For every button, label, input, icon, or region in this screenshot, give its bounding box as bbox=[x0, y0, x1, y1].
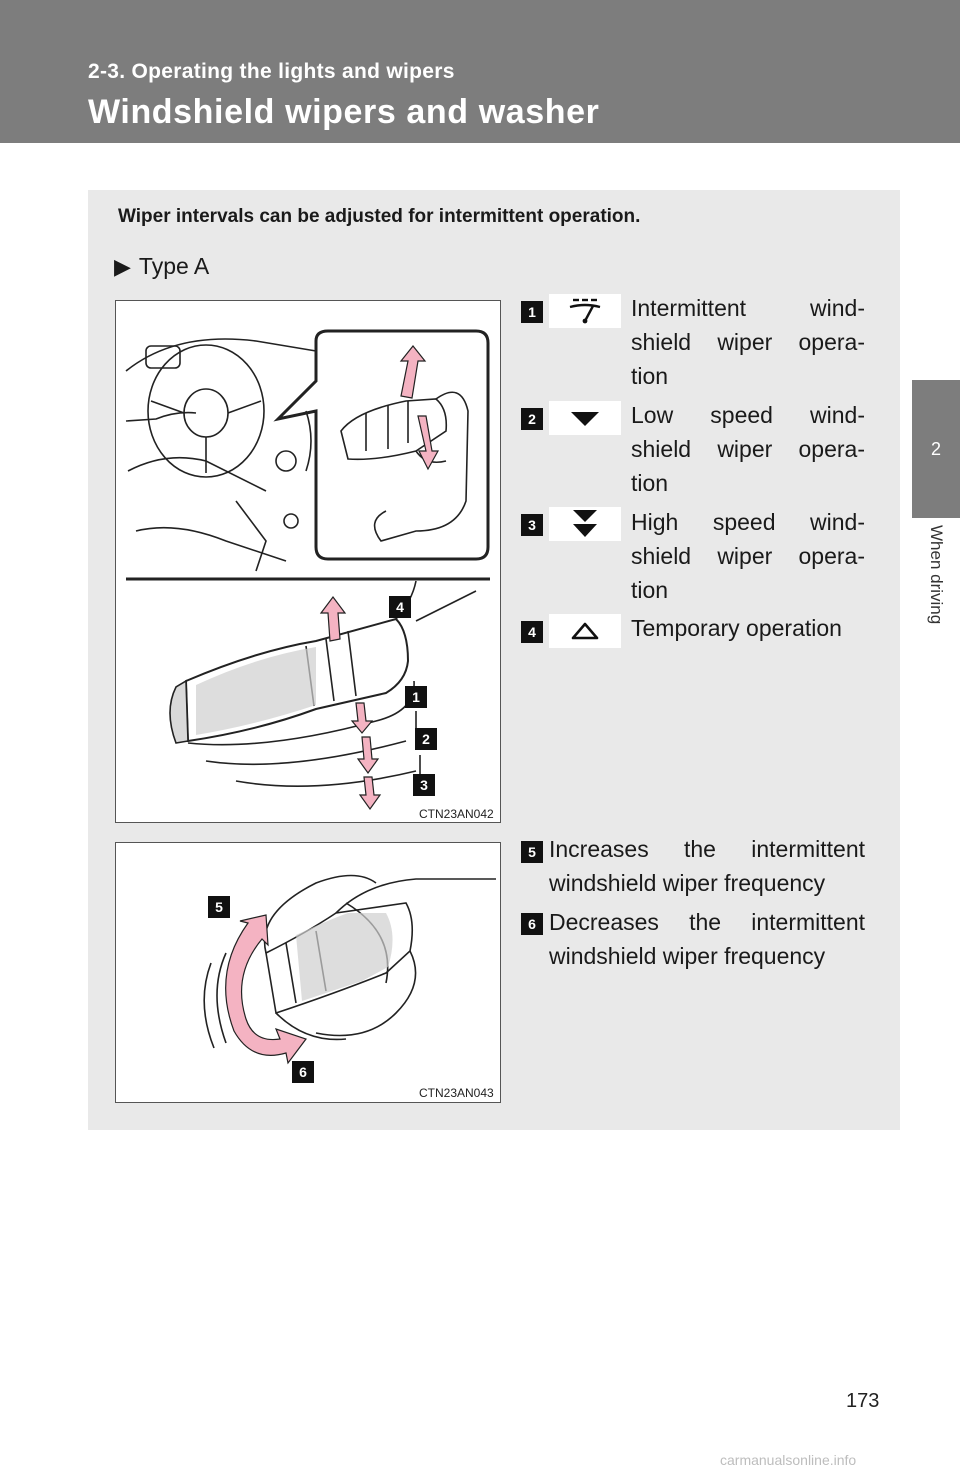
frequency-text-6: Decreases the intermittent windshield wi… bbox=[549, 909, 865, 969]
figure-callout-6: 6 bbox=[292, 1061, 314, 1083]
intermittent-wiper-icon bbox=[569, 298, 601, 324]
figure-callout-4: 4 bbox=[389, 596, 411, 618]
frequency-text-5: Increases the intermittent windshield wi… bbox=[549, 836, 865, 896]
chapter-number: 2 bbox=[930, 438, 941, 459]
position-text-2: Low speed wind- shield wiper opera- tion bbox=[631, 402, 865, 496]
intro-text: Wiper intervals can be adjusted for inte… bbox=[118, 206, 641, 227]
frequency-badge-6: 6 bbox=[521, 913, 543, 935]
page-title: Windshield wipers and washer bbox=[88, 93, 600, 131]
page-header: 2-3. Operating the lights and wipers Win… bbox=[0, 0, 960, 143]
figure-callout-5: 5 bbox=[208, 896, 230, 918]
position-text-4: Temporary operation bbox=[631, 615, 842, 641]
symbol-box-1 bbox=[549, 294, 621, 328]
position-badge-3: 3 bbox=[521, 514, 543, 536]
position-text-1: Intermittent wind- shield wiper opera- t… bbox=[631, 295, 865, 389]
chapter-tab[interactable]: 2 bbox=[912, 380, 960, 518]
wiper-lever-illustration bbox=[125, 329, 490, 811]
figure-frequency-ring: 5 6 CTN23AN043 bbox=[115, 842, 501, 1103]
page-number: 173 bbox=[846, 1390, 880, 1412]
section-label: 2-3. Operating the lights and wipers bbox=[88, 60, 455, 83]
high-speed-icon bbox=[573, 510, 597, 537]
frequency-ring-illustration bbox=[203, 874, 496, 1065]
position-text-3: High speed wind- shield wiper opera- tio… bbox=[631, 509, 865, 603]
chapter-label: When driving bbox=[927, 525, 946, 625]
figure-callout-3: 3 bbox=[413, 774, 435, 796]
type-label: ▶ Type A bbox=[114, 253, 210, 279]
position-badge-1: 1 bbox=[521, 301, 543, 323]
position-badge-4: 4 bbox=[521, 621, 543, 643]
ring-shading bbox=[296, 913, 393, 1001]
figure-code: CTN23AN043 bbox=[419, 1086, 494, 1100]
pointer-triangle-icon: ▶ bbox=[114, 253, 131, 279]
symbol-box-3 bbox=[549, 507, 621, 541]
position-badge-2: 2 bbox=[521, 408, 543, 430]
low-speed-icon bbox=[571, 412, 599, 426]
frequency-badge-5: 5 bbox=[521, 841, 543, 863]
lever-shading bbox=[196, 647, 316, 735]
figure-callout-2: 2 bbox=[415, 728, 437, 750]
rotation-arrow bbox=[225, 914, 307, 1065]
symbol-box-4 bbox=[549, 614, 621, 648]
figure-callout-1: 1 bbox=[405, 686, 427, 708]
arrow-up bbox=[319, 596, 347, 642]
figure-code: CTN23AN042 bbox=[419, 807, 494, 821]
symbol-box-2 bbox=[549, 401, 621, 435]
watermark: carmanualsonline.info bbox=[720, 1452, 857, 1468]
temporary-operation-icon bbox=[571, 622, 599, 640]
figure-wiper-lever: 4 1 2 3 CTN23AN042 bbox=[115, 300, 501, 823]
